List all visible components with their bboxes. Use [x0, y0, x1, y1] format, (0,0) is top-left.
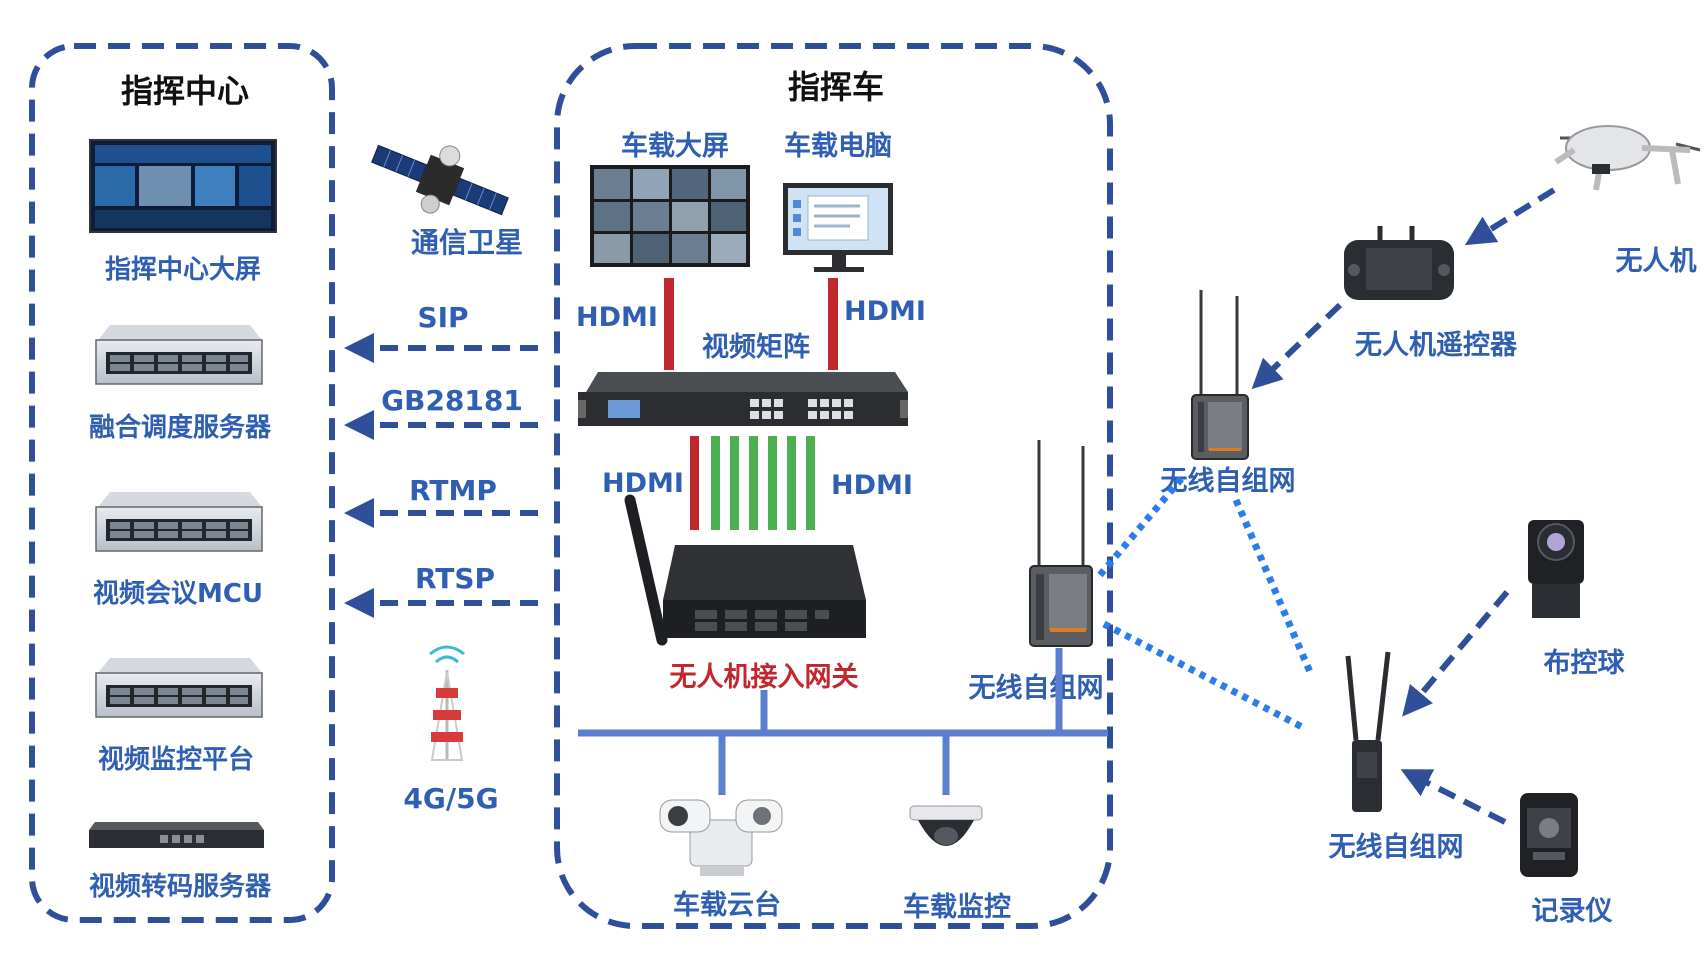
gateway-label: 无人机接入网关: [670, 662, 859, 693]
computer-monitor-icon: [783, 183, 893, 272]
command-vehicle-border: [554, 43, 1113, 929]
command-center-item-label: 视频监控平台: [98, 744, 254, 775]
recorder-to-mesh-arrow: [1400, 769, 1507, 825]
protocol-label: RTMP: [409, 474, 497, 507]
command-center-border: [29, 43, 335, 923]
cellular-label: 4G/5G: [403, 782, 498, 815]
ptz-camera-icon: [659, 799, 783, 876]
command-center-item-label: 视频转码服务器: [89, 872, 272, 902]
drone-icon: [1554, 125, 1701, 191]
hdmi-label: HDMI: [844, 296, 926, 327]
hdmi-cable-green: [711, 436, 720, 530]
computer-label: 车载电脑: [784, 130, 892, 162]
hdmi-cable-green: [749, 436, 758, 530]
deploy-ball-label: 布控球: [1544, 648, 1626, 679]
satellite-label: 通信卫星: [411, 226, 523, 259]
dome-camera-icon: [909, 805, 983, 846]
wireless-link: [1102, 620, 1306, 732]
protocol-label: RTSP: [415, 562, 495, 595]
wireless-link: [1232, 498, 1314, 674]
server-icon: [95, 658, 263, 718]
drone-gateway-icon: [624, 494, 866, 646]
hdmi-cable-green: [787, 436, 796, 530]
drone-to-controller-arrow: [1464, 187, 1556, 246]
hdmi-cable-green: [806, 436, 815, 530]
video-matrix-label: 视频矩阵: [702, 332, 810, 363]
hdmi-cable-red: [664, 278, 674, 370]
transcoder-server-icon: [89, 822, 264, 848]
drone-label: 无人机: [1616, 246, 1697, 277]
handheld-mesh-radio-icon: [1345, 651, 1391, 812]
protocol-label: SIP: [417, 301, 468, 334]
satellite-icon: [371, 144, 509, 216]
hdmi-cable-red: [690, 436, 699, 530]
command-center-title: 指挥中心: [121, 72, 249, 110]
deploy-ball-icon: [1528, 520, 1584, 618]
ball-to-mesh-arrow: [1402, 590, 1510, 717]
remote-controller-icon: [1344, 226, 1454, 300]
ptz-label: 车载云台: [673, 889, 781, 921]
server-icon: [95, 325, 263, 385]
vehicle-camera-label: 车载监控: [903, 891, 1011, 923]
server-icon: [95, 492, 263, 552]
body-recorder-icon: [1520, 793, 1578, 877]
wireless-link: [1097, 475, 1185, 578]
command-center-item-label: 视频会议MCU: [93, 579, 263, 609]
video-matrix-icon: [578, 372, 908, 426]
hdmi-label: HDMI: [602, 468, 684, 499]
controller-to-mesh-arrow: [1251, 302, 1343, 390]
hdmi-label: HDMI: [831, 470, 913, 501]
recorder-label: 记录仪: [1532, 896, 1613, 927]
cell-tower-icon: [429, 645, 465, 761]
hdmi-cable-green: [730, 436, 739, 530]
controller-label: 无人机遥控器: [1355, 330, 1518, 361]
vehicle-mesh-label: 无线自组网: [969, 672, 1104, 704]
hdmi-label: HDMI: [576, 302, 658, 333]
big-screen-label: 车载大屏: [621, 130, 729, 162]
command-center-item-label: 融合调度服务器: [89, 412, 272, 443]
command-vehicle-title: 指挥车: [788, 68, 884, 106]
video-wall-icon: [590, 165, 750, 267]
hdmi-cable-red: [828, 278, 838, 370]
mesh-radio-icon: [1191, 290, 1249, 460]
command-center-item-label: 指挥中心大屏: [105, 255, 261, 285]
field-mesh-bottom-label: 无线自组网: [1329, 831, 1464, 863]
mesh-radio-icon: [1029, 440, 1093, 647]
protocol-label: GB28181: [381, 384, 523, 417]
hdmi-cable-green: [768, 436, 777, 530]
command-center-screen-icon: [89, 139, 277, 233]
